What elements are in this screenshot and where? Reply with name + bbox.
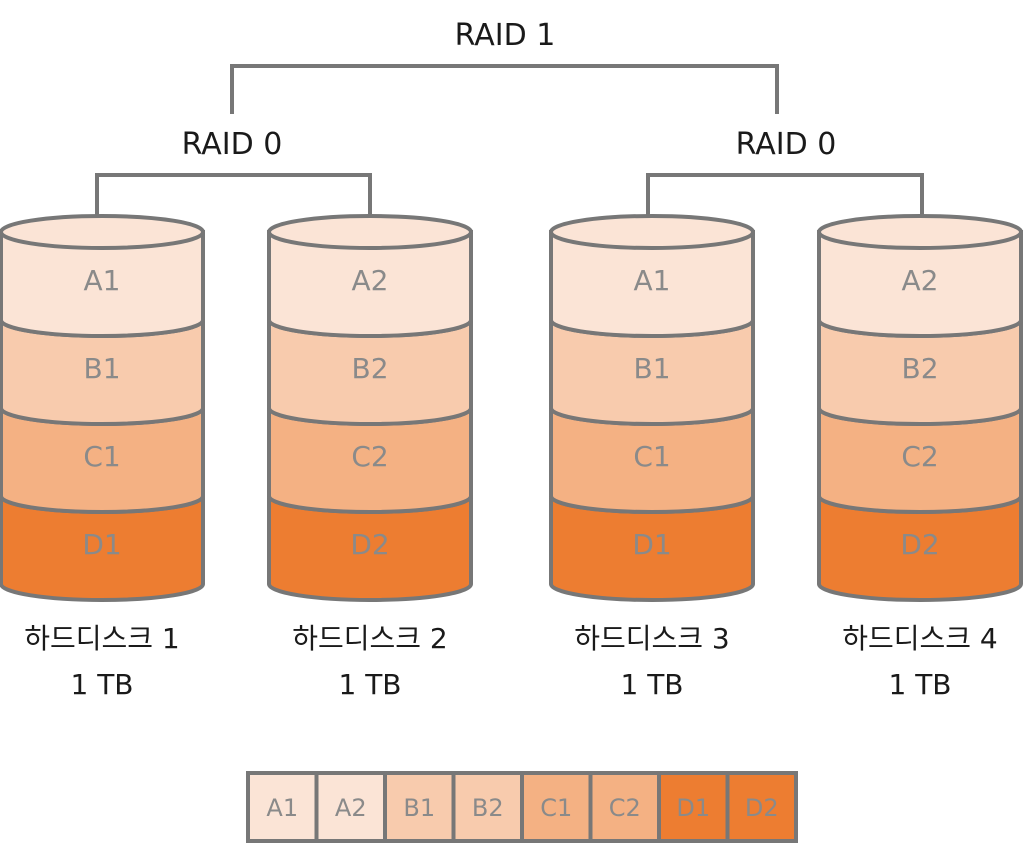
disk-segment-body bbox=[0, 230, 205, 338]
sequence-cell bbox=[657, 771, 730, 843]
sequence-cell-label: C1 bbox=[540, 794, 572, 822]
disk-segment-body bbox=[0, 318, 205, 426]
disk-capacity: 1 TB bbox=[888, 668, 951, 701]
sequence-cell bbox=[246, 771, 319, 843]
block-label: B2 bbox=[901, 352, 938, 385]
block-sequence-bar: A1 A2 B1 B2 C1 C2 D1 D2 bbox=[246, 771, 798, 843]
disk-name: 하드디스크 3 bbox=[574, 622, 730, 655]
disk-segment-body bbox=[549, 406, 755, 514]
disk-segment-body bbox=[817, 406, 1023, 514]
disk-segment-body bbox=[0, 494, 205, 602]
block-label: C2 bbox=[351, 440, 388, 473]
block-label: C1 bbox=[83, 440, 120, 473]
sequence-cell bbox=[314, 771, 387, 843]
disk-segment-body bbox=[267, 318, 473, 426]
connector-lines bbox=[95, 64, 924, 232]
block-label: A2 bbox=[352, 264, 389, 297]
sequence-cell bbox=[725, 771, 798, 843]
sequence-cell-label: C2 bbox=[609, 794, 641, 822]
block-label: D1 bbox=[82, 528, 121, 561]
disk-segment-body bbox=[817, 494, 1023, 602]
raid0-left-connector bbox=[95, 173, 372, 232]
disk-capacity: 1 TB bbox=[338, 668, 401, 701]
disk-segment-rim bbox=[0, 214, 205, 250]
disk-segment-body bbox=[267, 406, 473, 514]
disk-segment-body bbox=[817, 230, 1023, 338]
sequence-cell-label: A1 bbox=[266, 794, 298, 822]
disk-capacity: 1 TB bbox=[620, 668, 683, 701]
disk-name: 하드디스크 1 bbox=[24, 622, 180, 655]
block-label: C1 bbox=[633, 440, 670, 473]
raid0-right-connector bbox=[646, 173, 924, 232]
raid1-connector bbox=[230, 64, 779, 114]
sequence-cell bbox=[520, 771, 593, 843]
block-label: A2 bbox=[902, 264, 939, 297]
block-label: B1 bbox=[633, 352, 670, 385]
raid0-left-label: RAID 0 bbox=[182, 127, 283, 162]
disk-name: 하드디스크 2 bbox=[292, 622, 448, 655]
block-label: D1 bbox=[632, 528, 671, 561]
sequence-cell bbox=[383, 771, 456, 843]
disk-segment-rim bbox=[267, 214, 473, 250]
sequence-cell bbox=[588, 771, 661, 843]
disk-segment-rim bbox=[549, 214, 755, 250]
disk-segment-body bbox=[0, 406, 205, 514]
block-label: B1 bbox=[83, 352, 120, 385]
disk-segment-body bbox=[549, 318, 755, 426]
sequence-cell-label: B2 bbox=[472, 794, 504, 822]
block-label: A1 bbox=[84, 264, 121, 297]
block-label: C2 bbox=[901, 440, 938, 473]
sequence-cell-label: B1 bbox=[403, 794, 435, 822]
raid1-label: RAID 1 bbox=[455, 18, 556, 53]
disk-segment-body bbox=[267, 230, 473, 338]
block-label: D2 bbox=[900, 528, 939, 561]
disk-segment-rim bbox=[817, 214, 1023, 250]
disk-capacity: 1 TB bbox=[70, 668, 133, 701]
block-label: A1 bbox=[634, 264, 671, 297]
disk-name: 하드디스크 4 bbox=[842, 622, 998, 655]
disk-segment-body bbox=[817, 318, 1023, 426]
sequence-cell-label: D2 bbox=[745, 794, 779, 822]
disk-segment-body bbox=[549, 494, 755, 602]
disk-segment-body bbox=[267, 494, 473, 602]
disk-segment-body bbox=[549, 230, 755, 338]
sequence-cell-label: D1 bbox=[676, 794, 710, 822]
sequence-cell-label: A2 bbox=[335, 794, 367, 822]
block-label: D2 bbox=[350, 528, 389, 561]
block-label: B2 bbox=[351, 352, 388, 385]
raid0-right-label: RAID 0 bbox=[736, 127, 837, 162]
